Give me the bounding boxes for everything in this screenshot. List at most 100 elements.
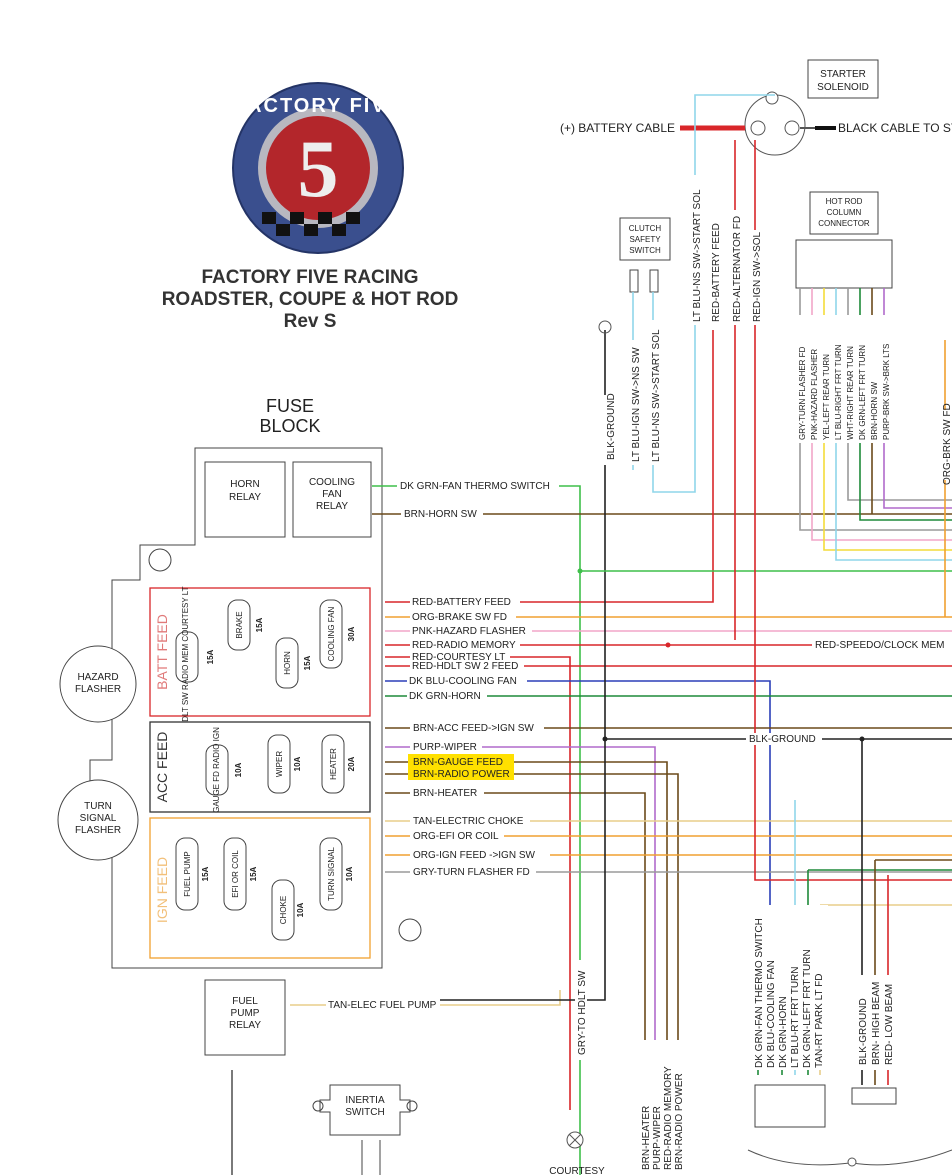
vlabel: RED-ALTERNATOR FD (732, 216, 743, 322)
ign-feed-label: IGN FEED (154, 857, 170, 923)
hazard-flasher (59, 645, 137, 723)
wire-label: TAN-ELECTRIC CHOKE (413, 816, 524, 827)
vlabel: DK GRN-HORN (778, 996, 789, 1068)
fuel-pump-relay (204, 979, 286, 1056)
vlabel: TAN-RT PARK LT FD (814, 974, 825, 1068)
cooling-fan-relay-label: FAN (322, 489, 341, 500)
wire-label: BRN-HEATER (413, 788, 477, 799)
fuse-name: TURN SIGNAL (327, 847, 336, 901)
vlabel: RED-BATTERY FEED (711, 223, 722, 322)
batt-feed-label: BATT FEED (154, 614, 170, 690)
fuse-name: CHOKE (279, 896, 288, 924)
bottom-connector-left (754, 1084, 826, 1128)
fuse-name: COOLING FAN (327, 606, 336, 661)
wire-label: BRN-HORN SW (404, 509, 477, 520)
column-connector (795, 239, 893, 289)
title-line1: FACTORY FIVE RACING (201, 267, 418, 288)
wire-label: DK GRN-HORN (409, 691, 481, 702)
courtesy-label: COURTESY (549, 1166, 605, 1175)
vlabel: YEL-LEFT REAR TURN (822, 354, 831, 440)
vlabel: DK GRN-FAN THERMO SWITCH (754, 918, 765, 1068)
starter-label: STARTER (820, 69, 866, 80)
vlabel: LT BLU-RIGHT FRT TURN (834, 344, 843, 440)
fuse-name: WIPER (275, 751, 284, 777)
inertia-switch (319, 1084, 411, 1136)
hazard-flasher-label: HAZARD (77, 672, 118, 683)
fuse-name: HEATER (329, 748, 338, 780)
cooling-fan-relay-label: COOLING (309, 477, 355, 488)
turn-signal-flasher (57, 779, 139, 861)
vlabel: BLK-GROUND (606, 393, 617, 460)
wire-label: RED-BATTERY FEED (412, 597, 511, 608)
black-cable-label: BLACK CABLE TO ST (838, 121, 952, 135)
wire-label: PURP-WIPER (413, 742, 477, 753)
wire-label: TAN-ELEC FUEL PUMP (328, 1000, 437, 1011)
wire-labels: DK GRN-FAN THERMO SWITCH BRN-HORN SW RED… (326, 480, 952, 1011)
wire-label: DK BLU-COOLING FAN (409, 676, 517, 687)
wire-label: ORG-IGN FEED ->IGN SW (413, 850, 536, 861)
starter-label: SOLENOID (817, 82, 869, 93)
fuse-amp: 10A (234, 762, 243, 777)
inertia-switch-label: SWITCH (345, 1107, 384, 1118)
vlabel: DK GRN-LEFT FRT TURN (858, 345, 867, 440)
wire-label: GRY-TURN FLASHER FD (413, 867, 530, 878)
vlabel: LT BLU-IGN SW->NS SW (631, 347, 642, 462)
clutch-label: SAFETY (629, 235, 661, 244)
bottom-connector-right (851, 1087, 897, 1105)
vlabel: GRY-TO HDLT SW (577, 970, 588, 1055)
vlabel: LT BLU-NS SW->START SOL (692, 189, 703, 322)
wire-label: BRN-GAUGE FEED (413, 757, 503, 768)
highlight (408, 754, 514, 780)
fuse-amp: 10A (296, 902, 305, 917)
mount-hole (148, 548, 172, 572)
vlabel: ORG-BRK SW FD (942, 403, 952, 485)
cooling-fan-relay (292, 461, 372, 538)
factory-five-logo: 5 FACTORY FIVE (232, 82, 404, 254)
vlabel: BRN- HIGH BEAM (871, 982, 882, 1065)
clutch-label: SWITCH (629, 246, 661, 255)
inertia-switch-label: INERTIA (345, 1095, 385, 1106)
fuse-amp: 20A (347, 756, 356, 771)
wire-label: RED-HDLT SW 2 FEED (412, 661, 518, 672)
vlabel: PURP-WIPER (652, 1106, 663, 1170)
vlabel: BRN-HORN SW (870, 381, 879, 440)
fuel-pump-relay-label: FUEL (232, 996, 258, 1007)
vlabel: LT BLU-RT FRT TURN (790, 966, 801, 1068)
fuse-amp: 15A (201, 866, 210, 881)
starter-solenoid-box (807, 59, 879, 99)
column-label: COLUMN (827, 208, 862, 217)
fuse-amp: 15A (255, 617, 264, 632)
vlabel: PURP-BRK SW->BRK LTS (882, 344, 891, 440)
fuse-name: HDLT SW RADIO MEM COURTESY LT (181, 586, 190, 727)
fuse-name: HORN (283, 651, 292, 675)
acc-feed-label: ACC FEED (154, 732, 170, 803)
title-line3: Rev S (284, 311, 337, 332)
fuel-pump-relay-label: PUMP (231, 1008, 260, 1019)
wire-label: PNK-HAZARD FLASHER (412, 626, 526, 637)
fuse-name: GAUGE FD RADIO IGN (212, 727, 221, 813)
fuse-name: BRAKE (235, 611, 244, 638)
fuse-amp: 10A (345, 866, 354, 881)
title-line2: ROADSTER, COUPE & HOT ROD (162, 289, 459, 310)
fuse-amp: 10A (293, 756, 302, 771)
wire-label: DK GRN-FAN THERMO SWITCH (400, 481, 550, 492)
fuse-block-title2: BLOCK (259, 416, 320, 436)
battery-cable-label: (+) BATTERY CABLE (560, 121, 675, 135)
turn-signal-flasher-label: FLASHER (75, 825, 121, 836)
wire-label: ORG-EFI OR COIL (413, 831, 499, 842)
horn-relay-label: RELAY (229, 492, 261, 503)
wire-label: BRN-ACC FEED->IGN SW (413, 723, 534, 734)
vlabel: RED-IGN SW->SOL (752, 231, 763, 322)
vlabel: DK GRN-LEFT FRT TURN (802, 949, 813, 1068)
wire-label: ORG-BRAKE SW FD (412, 612, 507, 623)
clutch-safety-switch (619, 217, 671, 261)
wire-label: RED-SPEEDO/CLOCK MEM (815, 640, 944, 651)
horn-relay-label: HORN (230, 479, 259, 490)
vlabel: BRN-HEATER (641, 1106, 652, 1170)
fuse-amp: 15A (206, 649, 215, 664)
vlabel: DK BLU-COOLING FAN (766, 960, 777, 1068)
fuse-name: EFI OR COIL (231, 850, 240, 898)
vlabel: GRY-TURN FLASHER FD (798, 346, 807, 440)
column-connector-label-box (809, 191, 879, 235)
fuse-name: FUEL PUMP (183, 851, 192, 897)
